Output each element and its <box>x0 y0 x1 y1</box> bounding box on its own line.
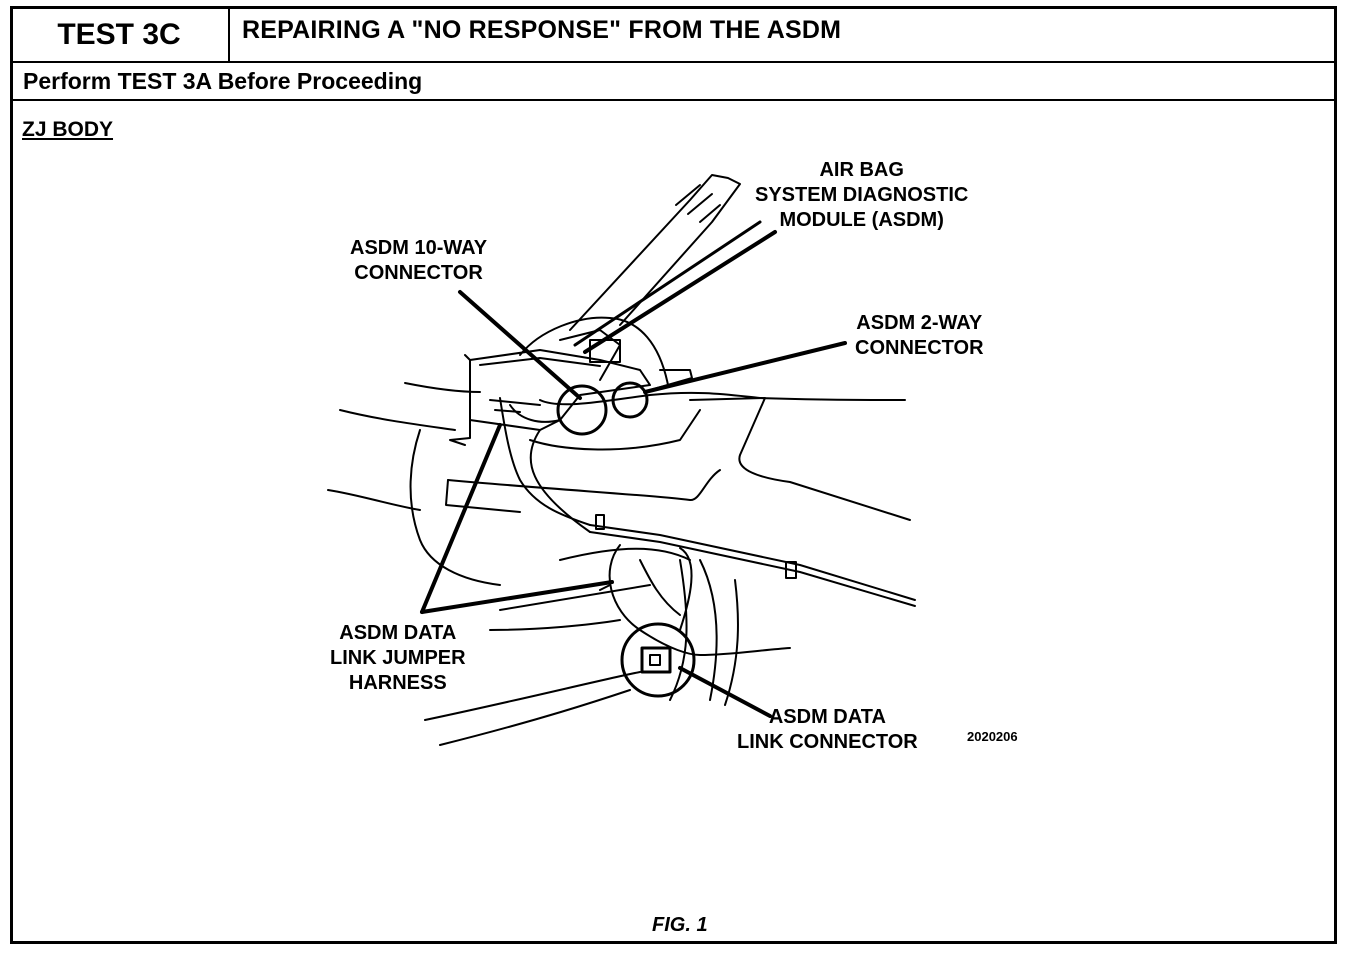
subheader: Perform TEST 3A Before Proceeding <box>23 68 423 94</box>
figure-number: 2020206 <box>967 729 1018 744</box>
callout-ten-way-connector: ASDM 10-WAY CONNECTOR <box>350 237 488 284</box>
figure-caption: FIG. 1 <box>652 914 708 936</box>
callout-data-link-connector: ASDM DATA LINK CONNECTOR <box>737 706 918 753</box>
header-row: TEST 3C REPAIRING A "NO RESPONSE" FROM T… <box>10 6 1337 63</box>
callout-air-bag-module: AIR BAG SYSTEM DIAGNOSTIC MODULE (ASDM) <box>755 159 969 231</box>
callout-two-way-connector: ASDM 2-WAY CONNECTOR <box>855 312 984 359</box>
subheader-row: Perform TEST 3A Before Proceeding <box>10 63 1337 101</box>
page-title: REPAIRING A "NO RESPONSE" FROM THE ASDM <box>242 16 842 44</box>
page-frame <box>10 6 1337 944</box>
callout-jumper-harness: ASDM DATA LINK JUMPER HARNESS <box>330 622 466 694</box>
section-label: ZJ BODY <box>22 118 114 141</box>
test-id: TEST 3C <box>10 6 230 63</box>
